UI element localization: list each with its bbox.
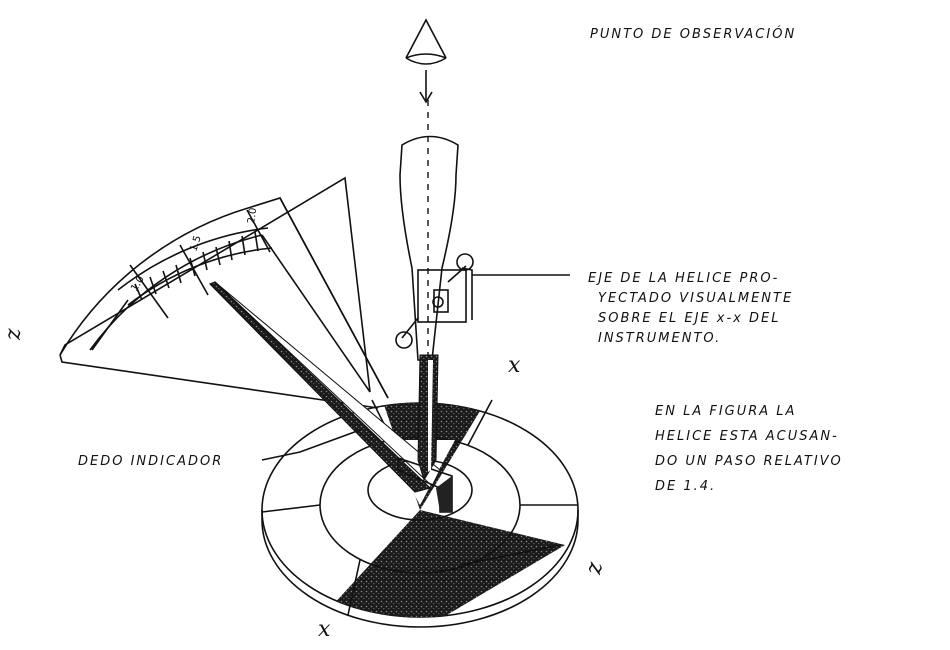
observation-point-label: PUNTO DE OBSERVACIÓN [590, 26, 796, 42]
observer-eye-icon [405, 18, 447, 104]
reading-note-line-3: DO UN PASO RELATIVO [655, 454, 843, 469]
axis-label-x-bottom: x [318, 617, 331, 642]
axis-callout-line-3: SOBRE EL EJE x-x DEL [598, 311, 780, 326]
indicator-finger-label: DEDO INDICADOR [78, 454, 223, 469]
quadrant-bottom [330, 510, 565, 617]
scale-ticks [134, 231, 259, 301]
axis-label-z-left: z [1, 328, 26, 341]
axis-label-x-top: x [508, 353, 521, 378]
axis-label-z-right: z [581, 560, 608, 577]
reading-note-line-4: DE 1.4. [655, 479, 716, 494]
pointer-leader [261, 429, 361, 461]
reading-note-line-2: HELICE ESTA ACUSAN- [655, 429, 839, 444]
reading-note-line-1: EN LA FIGURA LA [655, 404, 796, 419]
scale-label-1-0: 1.0 [129, 274, 147, 293]
propeller [395, 100, 474, 482]
mounting-block [397, 456, 453, 513]
scale-label-1-5: 1.5 [188, 234, 203, 253]
axis-callout: EJE DE LA HELICE PRO- YECTADO VISUALMENT… [588, 271, 793, 346]
axis-callout-line-1: EJE DE LA HELICE PRO- [588, 271, 779, 286]
scale-label-2-0: 2.0 [246, 207, 259, 224]
reading-note: EN LA FIGURA LA HELICE ESTA ACUSAN- DO U… [655, 404, 843, 494]
pitch-scale: 1.0 1.5 2.0 [59, 176, 389, 409]
axis-callout-line-2: YECTADO VISUALMENTE [598, 291, 793, 306]
indicator-finger [208, 281, 441, 493]
axis-callout-line-4: INSTRUMENTO. [598, 331, 721, 346]
